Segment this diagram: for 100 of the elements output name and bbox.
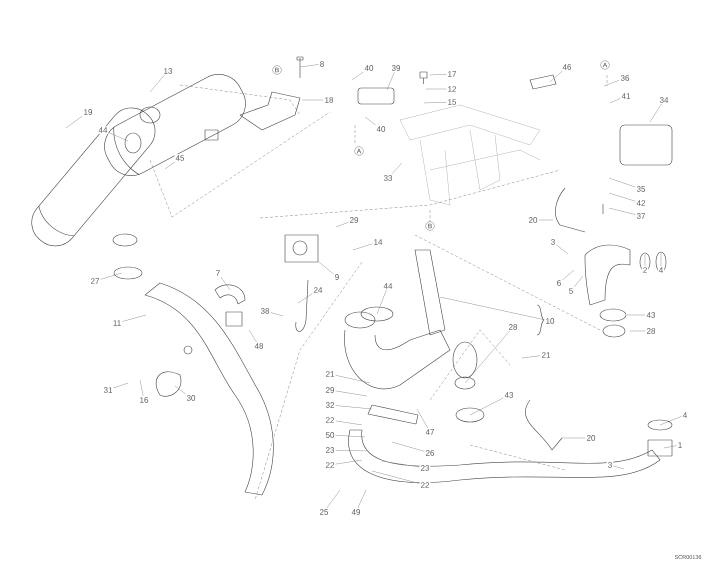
callout-number: 11 [112, 319, 122, 327]
callout-number: 38 [260, 307, 270, 315]
callout-number: 4 [682, 411, 688, 419]
leader-line [335, 435, 366, 438]
callout-number: 36 [620, 74, 630, 82]
leader-line [220, 276, 230, 290]
callout-number: 7 [214, 269, 222, 277]
callout-number: 12 [446, 85, 458, 93]
leader-line [364, 116, 376, 126]
leader-line [174, 386, 186, 394]
leader-line [352, 244, 373, 250]
leader-line [300, 64, 319, 68]
leader-line [248, 330, 257, 342]
leader-line [430, 74, 447, 76]
leader-line [613, 466, 624, 470]
leader-line [270, 312, 284, 316]
callout-number: 26 [424, 449, 436, 457]
leader-line [318, 262, 334, 274]
callout-number: 22 [324, 461, 336, 469]
callout-number: 2 [642, 266, 648, 274]
leader-line [100, 272, 122, 280]
callout-number: 20 [528, 216, 538, 224]
callout-number: 10 [544, 317, 556, 325]
callout-number: 5 [568, 287, 574, 295]
callout-number: 14 [372, 238, 384, 246]
leader-line [650, 104, 662, 122]
callout-number: 31 [102, 386, 114, 394]
leader-line [122, 314, 146, 322]
callout-number: 50 [324, 431, 336, 439]
leader-line [630, 330, 646, 332]
callout-number: 29 [348, 216, 360, 224]
leader-line [660, 416, 682, 426]
leader-line [392, 162, 402, 174]
callout-number: 32 [324, 401, 336, 409]
leader-line [335, 390, 368, 396]
callout-number: 17 [446, 70, 458, 78]
callout-number: 6 [556, 279, 562, 287]
callout-number: 8 [318, 60, 326, 68]
callout-number: 24 [312, 286, 324, 294]
callout-number: 33 [382, 174, 394, 182]
callout-number: 20 [586, 434, 596, 442]
leader-line [140, 380, 144, 396]
callout-number: 16 [138, 396, 150, 404]
leader-line [416, 408, 428, 428]
callout-number: 28 [508, 323, 518, 331]
callout-number: 21 [324, 370, 336, 378]
callout-number: 22 [420, 481, 430, 489]
leader-line [470, 398, 504, 416]
callout-number: 42 [636, 199, 646, 207]
leader-line [426, 88, 447, 90]
leader-line [608, 178, 636, 188]
leader-line [335, 460, 362, 464]
callout-number: 45 [174, 154, 186, 162]
callout-number: 19 [82, 108, 94, 116]
callout-number: 9 [334, 273, 340, 281]
callout-number: 44 [382, 282, 394, 290]
leader-line [522, 356, 541, 358]
callout-number: 22 [324, 416, 336, 424]
callout-number: 23 [324, 446, 336, 454]
leader-line [464, 330, 510, 384]
leader-line [604, 80, 620, 86]
leader-line [298, 293, 313, 304]
leader-line [376, 290, 387, 314]
leader-line [66, 116, 83, 128]
leader-line [664, 445, 677, 448]
callout-number: 35 [636, 185, 646, 193]
callout-number: 43 [646, 311, 656, 319]
callout-number: 4 [658, 266, 664, 274]
leader-line [164, 162, 175, 170]
callout-number: 29 [324, 386, 336, 394]
callout-number: 46 [562, 63, 572, 71]
leader-line [335, 375, 370, 384]
callout-number: 3 [606, 461, 614, 469]
leader-line [608, 208, 636, 215]
leader-line [382, 460, 420, 468]
callout-number: 23 [420, 464, 430, 472]
callout-number: 44 [98, 126, 108, 134]
leader-line [335, 450, 366, 452]
leader-line [113, 382, 128, 388]
callout-number: 15 [446, 98, 458, 106]
leader-line [108, 132, 128, 142]
leader-line [386, 72, 395, 90]
callout-number: 25 [318, 508, 330, 516]
callout-number: 43 [504, 391, 514, 399]
callout-number: 49 [350, 508, 362, 516]
leader-line [610, 98, 621, 104]
callout-number: 40 [376, 125, 386, 133]
leader-line [574, 276, 584, 288]
leader-line [562, 270, 574, 280]
callout-number: 18 [324, 96, 334, 104]
leader-line [644, 254, 646, 266]
callout-number: 34 [658, 96, 670, 104]
leader-line [335, 420, 362, 426]
callout-number: 21 [540, 351, 552, 359]
callout-number: 40 [364, 64, 374, 72]
leader-line [660, 252, 662, 266]
callout-number: 27 [90, 277, 100, 285]
leader-line [440, 296, 545, 320]
leader-line [150, 74, 165, 92]
callout-number: 37 [636, 212, 646, 220]
